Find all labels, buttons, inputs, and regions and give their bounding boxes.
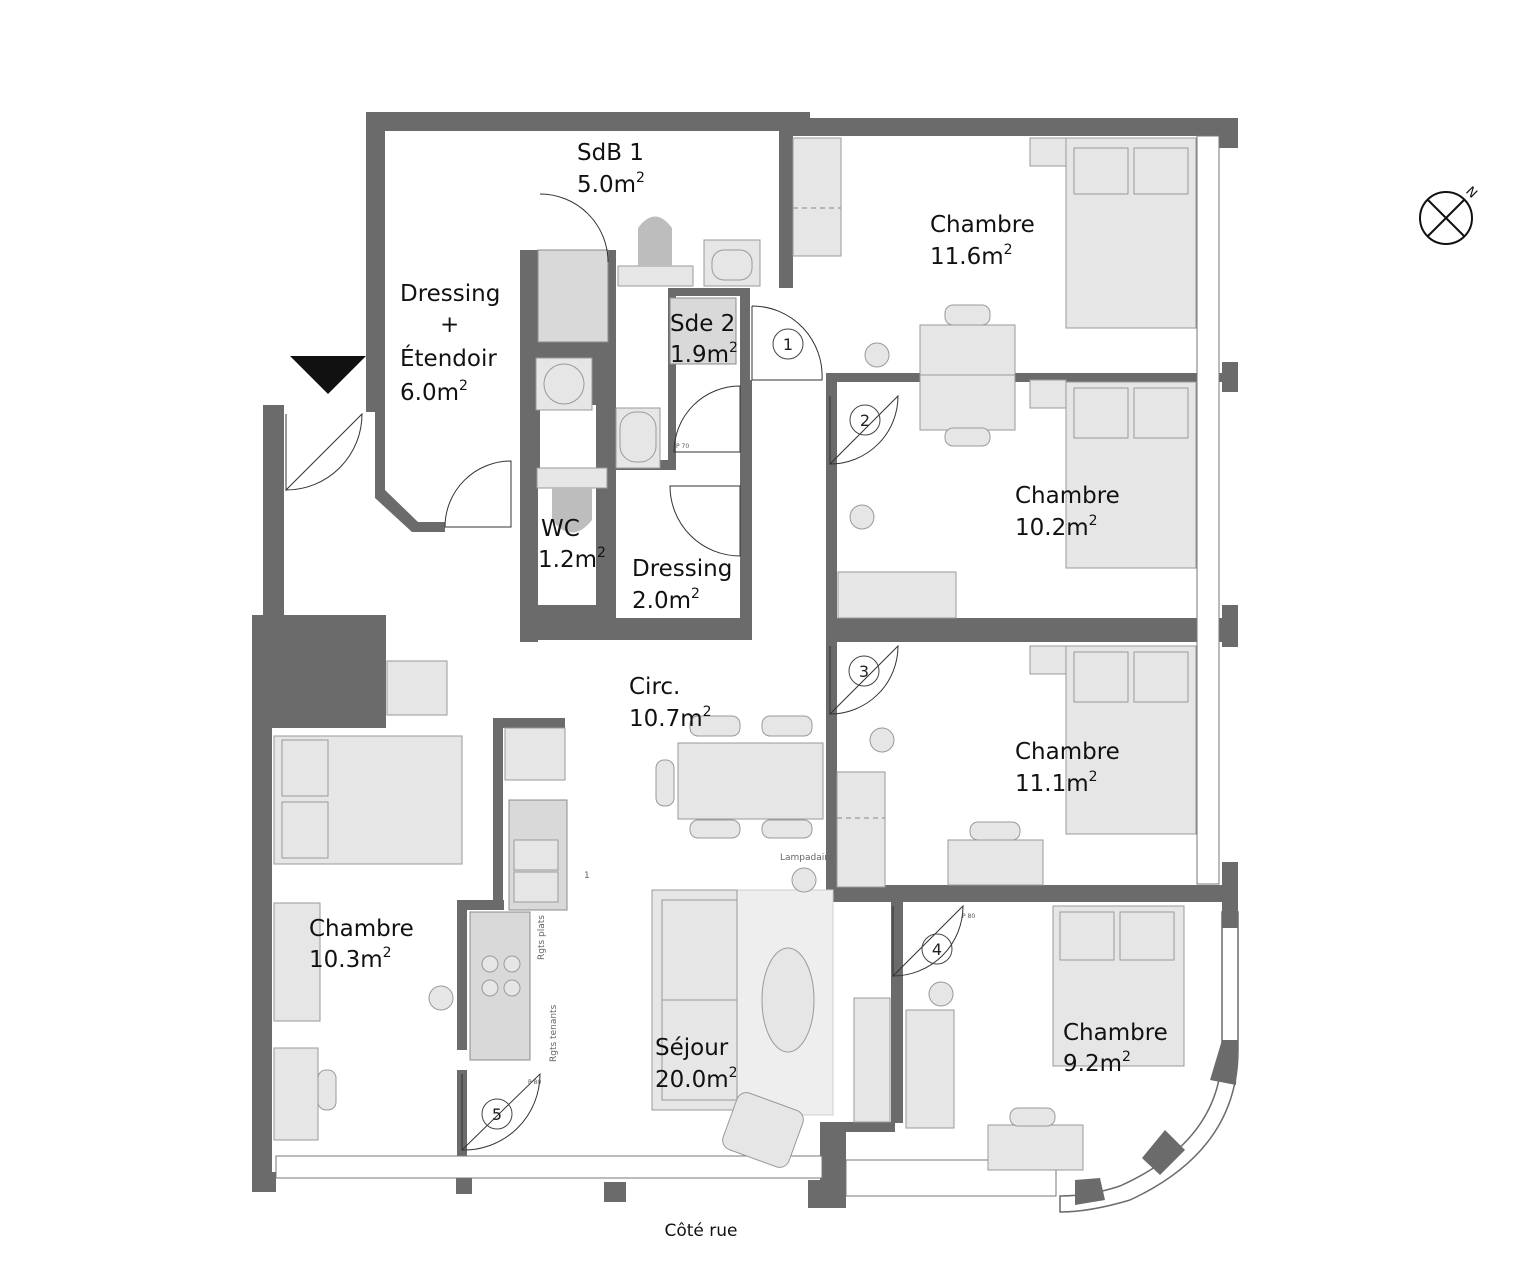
- svg-text:1: 1: [783, 335, 793, 354]
- svg-text:2.0m2: 2.0m2: [632, 586, 700, 614]
- svg-text:5.0m2: 5.0m2: [577, 170, 645, 198]
- street-label: Côté rue: [664, 1221, 737, 1241]
- svg-text:Séjour: Séjour: [655, 1035, 729, 1061]
- svg-text:5: 5: [492, 1105, 502, 1124]
- svg-text:1.9m2: 1.9m2: [670, 340, 738, 368]
- svg-text:10.7m2: 10.7m2: [629, 704, 712, 732]
- svg-text:Dressing: Dressing: [400, 281, 500, 307]
- svg-text:Rgts tenants: Rgts tenants: [549, 1004, 559, 1062]
- svg-text:P 80: P 80: [962, 913, 975, 920]
- compass-icon: N: [1419, 184, 1480, 245]
- svg-text:9.2m2: 9.2m2: [1063, 1049, 1131, 1077]
- svg-text:1: 1: [584, 871, 590, 881]
- doors: [285, 193, 964, 1152]
- svg-text:P 70: P 70: [676, 443, 689, 450]
- svg-text:Rgts plats: Rgts plats: [537, 915, 547, 960]
- svg-text:WC: WC: [541, 516, 580, 542]
- svg-text:2: 2: [860, 411, 870, 430]
- svg-text:10.3m2: 10.3m2: [309, 945, 392, 973]
- svg-text:6.0m2: 6.0m2: [400, 378, 468, 406]
- room-name: SdB 1: [577, 140, 644, 166]
- entrance-marker: [290, 356, 366, 394]
- svg-text:11.6m2: 11.6m2: [930, 242, 1013, 270]
- svg-text:Chambre: Chambre: [309, 916, 414, 942]
- furniture: [273, 137, 1197, 1171]
- svg-text:3: 3: [859, 662, 869, 681]
- svg-text:Sde 2: Sde 2: [670, 311, 735, 337]
- room-labels: SdB 1 5.0m2 Chambre 11.6m2 Sde 2 1.9m2 C…: [309, 140, 1168, 1093]
- svg-text:Chambre: Chambre: [1015, 483, 1120, 509]
- svg-text:1.2m2: 1.2m2: [538, 545, 606, 573]
- svg-text:Circ.: Circ.: [629, 674, 680, 700]
- svg-text:Lampadaire: Lampadaire: [780, 853, 834, 863]
- svg-text:11.1m2: 11.1m2: [1015, 769, 1098, 797]
- svg-text:20.0m2: 20.0m2: [655, 1065, 738, 1093]
- svg-text:+: +: [440, 312, 459, 338]
- svg-text:P 80: P 80: [528, 1079, 541, 1086]
- door-numbers: 1 2 3 4 5: [481, 328, 953, 1130]
- svg-text:Chambre: Chambre: [930, 212, 1035, 238]
- svg-text:4: 4: [932, 940, 942, 959]
- svg-text:10.2m2: 10.2m2: [1015, 513, 1098, 541]
- svg-text:Dressing: Dressing: [632, 556, 732, 582]
- annotations: Lampadaire 1 Rgts plats Rgts tenants P 7…: [528, 443, 975, 1086]
- walls: [252, 112, 1239, 1213]
- svg-text:Étendoir: Étendoir: [400, 344, 497, 372]
- svg-text:Chambre: Chambre: [1063, 1020, 1168, 1046]
- svg-text:Chambre: Chambre: [1015, 739, 1120, 765]
